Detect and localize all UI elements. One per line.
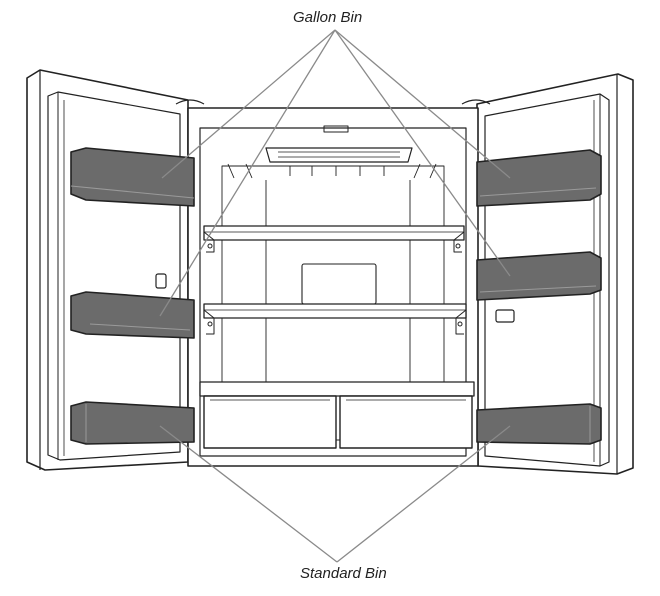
left-gallon-bin-middle [71,292,194,338]
right-gallon-bin-middle [477,252,601,300]
left-gallon-bin-top [71,148,194,206]
standard-bin-label: Standard Bin [300,565,387,582]
gallon-bin-label: Gallon Bin [293,9,362,26]
cabinet [176,100,490,466]
